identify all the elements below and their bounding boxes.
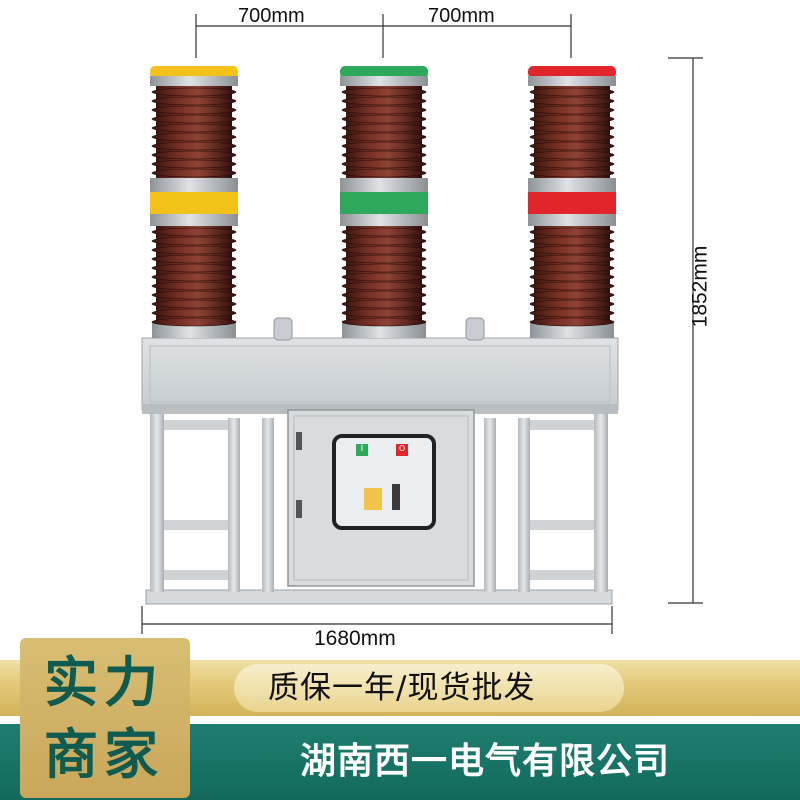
shed-rib (341, 236, 427, 246)
shed-rib (529, 254, 615, 264)
badge-line-2: 商家 (44, 723, 164, 786)
shed-rib (151, 96, 237, 106)
shed-rib (529, 236, 615, 246)
shed-rib (341, 105, 427, 115)
shed-rib (341, 317, 427, 327)
shed-rib (529, 159, 615, 169)
dimension-total-height: 1852mm (688, 245, 712, 328)
shed-rib (151, 150, 237, 160)
shed-rib (529, 272, 615, 282)
shed-rib (341, 96, 427, 106)
shed-rib (529, 150, 615, 160)
shed-rib (529, 299, 615, 309)
shed-rib (151, 263, 237, 273)
shed-rib (151, 159, 237, 169)
shed-rib (151, 87, 237, 97)
shed-rib (341, 245, 427, 255)
shed-rib (151, 317, 237, 327)
shed-rib (151, 123, 237, 133)
shed-rib (341, 132, 427, 142)
dimension-total-width: 1680mm (314, 627, 396, 650)
shed-rib (341, 141, 427, 151)
shed-rib (529, 114, 615, 124)
shed-rib (529, 96, 615, 106)
shed-rib (151, 308, 237, 318)
dimension-lines (141, 14, 703, 634)
company-name: 湖南西一电气有限公司 (300, 741, 671, 782)
insulator-sheds (151, 87, 615, 327)
shed-rib (529, 263, 615, 273)
shed-rib (151, 168, 237, 178)
support-frame (145, 408, 613, 605)
shed-rib (341, 308, 427, 318)
slogan-pill (234, 664, 624, 712)
shed-rib (151, 254, 237, 264)
shed-rib (151, 281, 237, 291)
shed-rib (341, 299, 427, 309)
promo-banner: 质保一年/现货批发 湖南西一电气有限公司 实力 商家 (0, 630, 800, 800)
shed-rib (529, 308, 615, 318)
shed-rib (151, 227, 237, 237)
strength-badge: 实力 商家 (20, 638, 190, 798)
shed-rib (151, 290, 237, 300)
badge-line-1: 实力 (44, 651, 164, 714)
dimension-pole-spacing-right: 700mm (428, 5, 495, 27)
dimension-pole-spacing-left: 700mm (238, 5, 305, 27)
shed-rib (529, 123, 615, 133)
shed-rib (529, 87, 615, 97)
shed-rib (151, 272, 237, 282)
shed-rib (341, 159, 427, 169)
shed-rib (341, 290, 427, 300)
close-indicator-label: I (360, 444, 364, 454)
shed-rib (341, 168, 427, 178)
shed-rib (341, 227, 427, 237)
shed-rib (341, 150, 427, 160)
shed-rib (341, 263, 427, 273)
shed-rib (529, 281, 615, 291)
shed-rib (529, 227, 615, 237)
shed-rib (151, 236, 237, 246)
shed-rib (151, 245, 237, 255)
shed-rib (341, 281, 427, 291)
shed-rib (529, 245, 615, 255)
shed-rib (151, 132, 237, 142)
shed-rib (341, 114, 427, 124)
shed-rib (529, 290, 615, 300)
shed-rib (529, 105, 615, 115)
shed-rib (341, 272, 427, 282)
shed-rib (341, 254, 427, 264)
control-cabinet (287, 409, 475, 587)
shed-rib (529, 141, 615, 151)
shed-rib (151, 114, 237, 124)
shed-rib (341, 123, 427, 133)
shed-rib (151, 299, 237, 309)
shed-rib (341, 87, 427, 97)
shed-rib (529, 132, 615, 142)
shed-rib (529, 168, 615, 178)
slogan-text: 质保一年/现货批发 (268, 670, 536, 706)
shed-rib (151, 105, 237, 115)
shed-rib (151, 141, 237, 151)
shed-rib (529, 317, 615, 327)
open-indicator-label: O (398, 444, 406, 453)
